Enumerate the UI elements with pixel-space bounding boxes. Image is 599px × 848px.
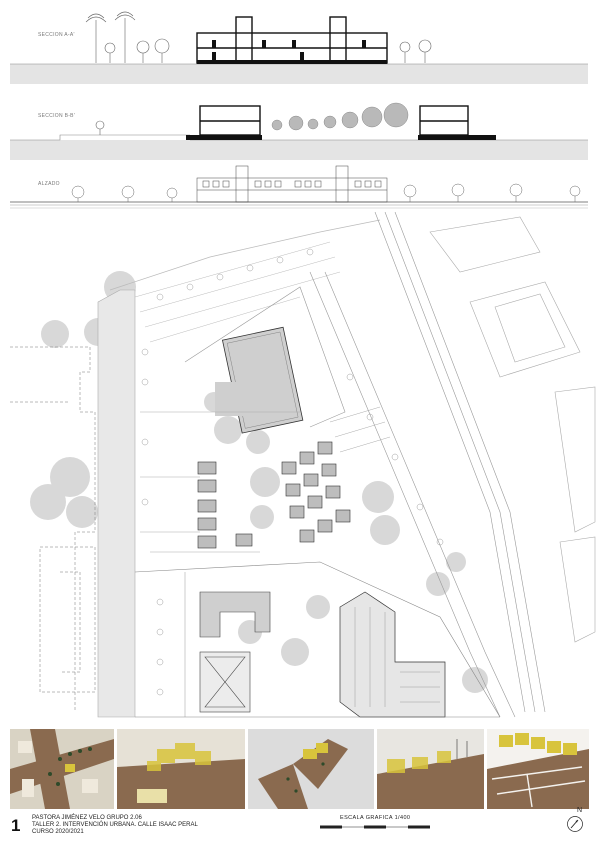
model-photo-2 <box>117 729 245 809</box>
sheet-number: 1 <box>11 816 21 835</box>
academic-year-line: CURSO 2020/2021 <box>32 829 84 835</box>
model-photo-1 <box>10 729 114 809</box>
model-photo-4 <box>377 729 484 809</box>
model-photo-3 <box>248 729 374 809</box>
north-arrow: N <box>566 807 584 833</box>
section-b-drawing <box>10 102 588 160</box>
section-a-drawing <box>10 11 588 84</box>
elevation-label: ALZADO <box>38 181 60 187</box>
scale-bar <box>320 825 430 829</box>
section-a-label: SECCION A-A' <box>38 32 75 38</box>
site-plan <box>10 212 596 718</box>
section-b-label: SECCION B-B' <box>38 113 76 119</box>
model-photo-5 <box>487 729 589 809</box>
author-line: PASTORA JIMÉNEZ VELO GRUPO 2.06 <box>32 815 142 821</box>
compass-icon <box>567 816 583 832</box>
elevation-drawing <box>10 165 588 209</box>
course-title-line: TALLER 2. INTERVENCIÓN URBANA. CALLE ISA… <box>32 822 198 828</box>
scale-label: ESCALA GRAFICA 1/400 <box>340 815 411 821</box>
north-label: N <box>577 807 583 814</box>
